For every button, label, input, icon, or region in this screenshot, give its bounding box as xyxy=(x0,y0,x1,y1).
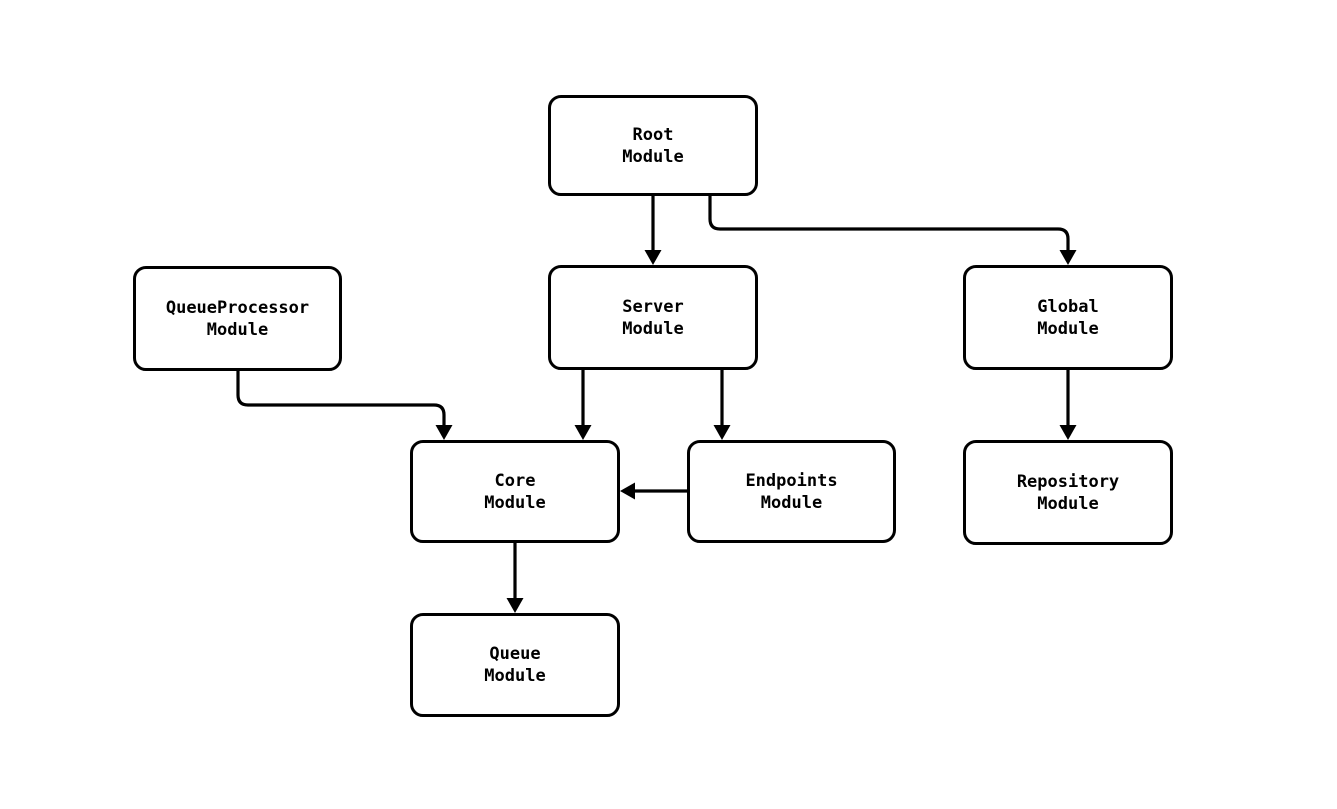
node-server-line2: Module xyxy=(622,318,684,339)
node-queueprocessor-line2: Module xyxy=(206,319,269,340)
node-global-line2: Module xyxy=(1037,318,1099,339)
arrowhead xyxy=(506,598,524,613)
node-root[interactable]: Root Module xyxy=(548,95,758,196)
node-core[interactable]: Core Module xyxy=(410,440,620,543)
arrowhead xyxy=(574,425,592,440)
node-queueprocessor-line1: QueueProcessor xyxy=(165,297,310,318)
edge-global-repository xyxy=(1059,370,1077,440)
node-core-line2: Module xyxy=(484,492,546,513)
edge-server-endpoints xyxy=(713,370,731,440)
arrowhead xyxy=(1059,250,1077,265)
node-repository-line1: Repository xyxy=(1016,471,1120,492)
edge-root-global xyxy=(708,196,1077,265)
node-queue[interactable]: Queue Module xyxy=(410,613,620,717)
node-root-line1: Root xyxy=(632,124,674,145)
node-root-line2: Module xyxy=(622,146,684,167)
node-global[interactable]: Global Module xyxy=(963,265,1173,370)
edge-endpoints-core xyxy=(620,482,687,500)
node-endpoints[interactable]: Endpoints Module xyxy=(687,440,896,543)
arrowhead xyxy=(713,425,731,440)
edge-core-queue xyxy=(506,543,524,613)
node-endpoints-line2: Module xyxy=(760,492,823,513)
node-queue-line2: Module xyxy=(484,666,546,686)
edge-server-core xyxy=(574,370,592,440)
arrowhead xyxy=(620,482,635,500)
node-queueprocessor[interactable]: QueueProcessor Module xyxy=(133,266,342,371)
node-endpoints-line1: Endpoints xyxy=(745,470,838,491)
node-repository[interactable]: Repository Module xyxy=(963,440,1173,545)
arrowhead xyxy=(1059,425,1077,440)
node-server-line1: Server xyxy=(622,296,684,317)
arrowhead xyxy=(435,425,453,440)
node-queue-line1: Queue xyxy=(489,644,541,664)
edge-queueprocessor-core xyxy=(236,371,453,440)
node-core-line1: Core xyxy=(494,470,536,491)
node-server[interactable]: Server Module xyxy=(548,265,758,370)
edge-root-server xyxy=(644,196,662,265)
node-global-line1: Global xyxy=(1037,296,1099,317)
arrowhead xyxy=(644,250,662,265)
node-repository-line2: Module xyxy=(1037,493,1099,514)
